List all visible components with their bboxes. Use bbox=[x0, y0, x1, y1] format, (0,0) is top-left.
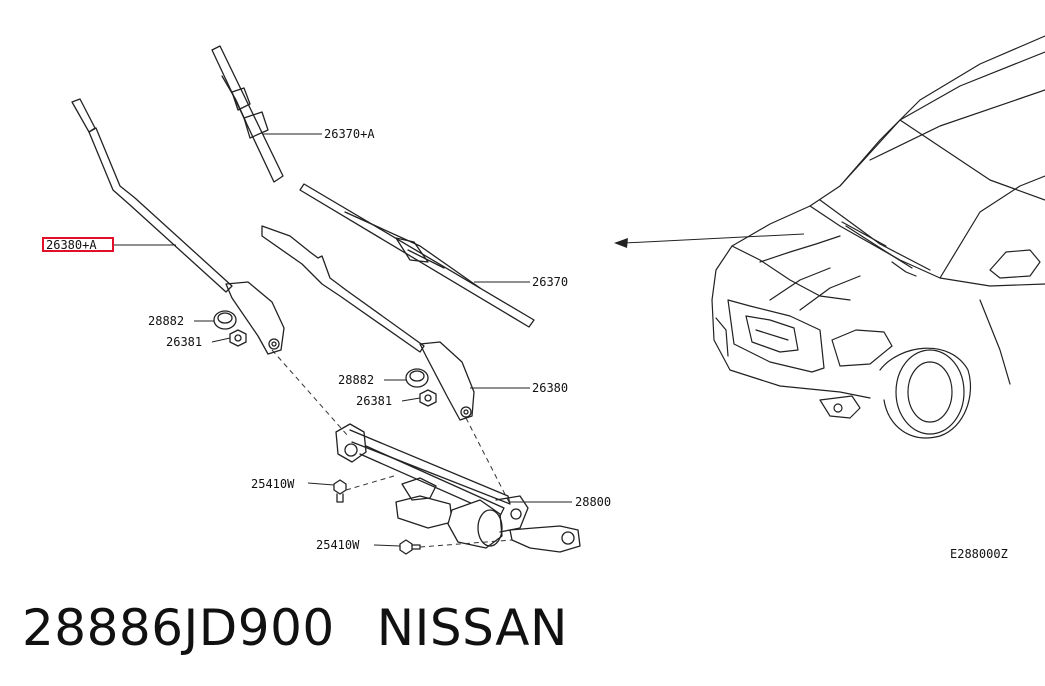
wiper-blade-left[interactable] bbox=[211, 45, 284, 183]
cap-right[interactable] bbox=[405, 368, 429, 388]
label-linkage[interactable]: 28800 bbox=[575, 495, 611, 509]
label-blade-right[interactable]: 26370 bbox=[532, 275, 568, 289]
wiper-arm-left[interactable] bbox=[71, 98, 285, 355]
bolt-lower[interactable] bbox=[399, 539, 421, 555]
wiper-blade-right[interactable] bbox=[299, 183, 535, 328]
label-bolt-upper[interactable]: 25410W bbox=[251, 477, 295, 491]
brand-name: NISSAN bbox=[376, 599, 568, 657]
nut-right[interactable] bbox=[419, 389, 437, 407]
part-number: 28886JD900 bbox=[22, 599, 335, 657]
wiper-arm-right[interactable] bbox=[261, 225, 475, 421]
label-nut-left[interactable]: 26381 bbox=[166, 335, 202, 349]
vehicle-illustration bbox=[711, 35, 1045, 439]
assembly-dashed-lines bbox=[271, 349, 513, 548]
cap-left[interactable] bbox=[213, 310, 237, 330]
wiper-linkage-motor[interactable] bbox=[335, 423, 581, 553]
direction-arrow bbox=[614, 233, 805, 248]
label-blade-left[interactable]: 26370+A bbox=[324, 127, 375, 141]
caption: 28886JD900 NISSAN bbox=[22, 596, 568, 666]
label-bolt-lower[interactable]: 25410W bbox=[316, 538, 360, 552]
label-cap-left[interactable]: 28882 bbox=[148, 314, 184, 328]
label-arm-right[interactable]: 26380 bbox=[532, 381, 568, 395]
bolt-upper[interactable] bbox=[333, 479, 347, 503]
wiper-parts-diagram: 26380+A 26370+A 26370 26380 28882 26381 … bbox=[42, 35, 1045, 561]
diagram-code: E288000Z bbox=[950, 547, 1008, 561]
label-nut-right[interactable]: 26381 bbox=[356, 394, 392, 408]
leader-lines bbox=[112, 133, 572, 547]
label-cap-right[interactable]: 28882 bbox=[338, 373, 374, 387]
label-arm-left[interactable]: 26380+A bbox=[46, 238, 97, 252]
nut-left[interactable] bbox=[229, 329, 247, 347]
highlight-box bbox=[42, 237, 114, 252]
